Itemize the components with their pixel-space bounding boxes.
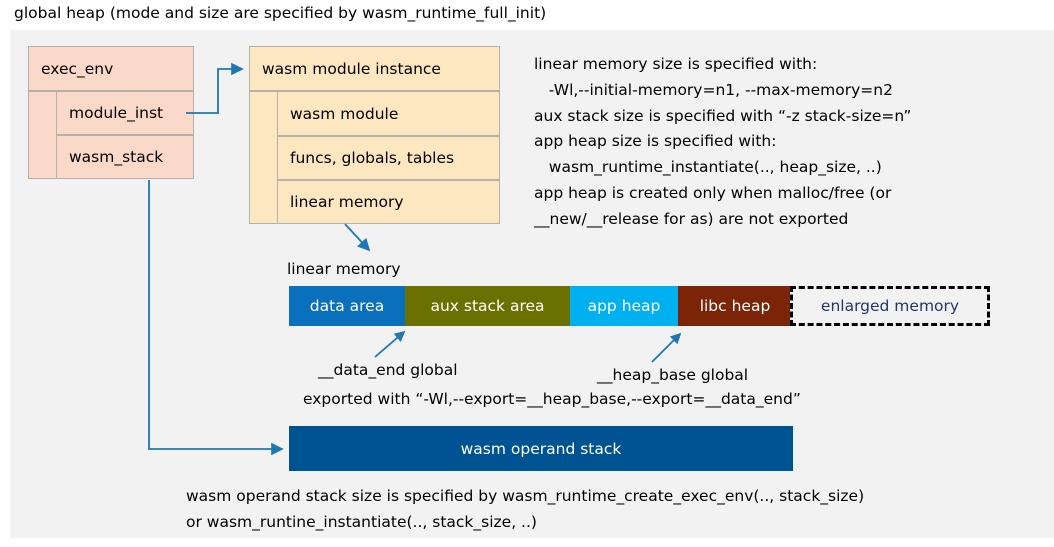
page-title: global heap (mode and size are specified… — [14, 4, 547, 22]
annotation-heap-base: __heap_base global — [597, 366, 749, 384]
exec-env-field-module-inst-label: module_inst — [69, 104, 164, 122]
module-instance-header-label: wasm module instance — [262, 59, 441, 78]
memory-segment-libc-heap-label: libc heap — [699, 297, 771, 315]
wasm-operand-stack-bar: wasm operand stack — [289, 426, 793, 471]
module-instance-field-wasm-module-label: wasm module — [290, 104, 399, 123]
operand-stack-notes: wasm operand stack size is specified by … — [186, 487, 865, 531]
annotation-data-end: __data_end global — [318, 361, 458, 379]
memory-segment-enlarged-memory: enlarged memory — [790, 286, 990, 326]
module-instance-header: wasm module instance — [249, 46, 500, 91]
module-instance-field-funcs-globals-tables: funcs, globals, tables — [277, 136, 500, 180]
memory-segment-aux-stack-area: aux stack area — [405, 286, 570, 326]
linear-memory-caption: linear memory — [287, 260, 401, 278]
exec-env-header: exec_env — [28, 46, 194, 91]
exec-env-header-label: exec_env — [41, 59, 114, 78]
memory-segment-data-area-label: data area — [309, 297, 385, 315]
exec-env-field-module-inst: module_inst — [56, 91, 194, 135]
memory-segment-libc-heap: libc heap — [678, 286, 792, 326]
module-instance-field-linear-memory: linear memory — [277, 180, 500, 224]
memory-segment-app-heap-label: app heap — [587, 297, 661, 315]
exec-env-field-wasm-stack: wasm_stack — [56, 135, 194, 179]
memory-segment-data-area: data area — [289, 286, 405, 326]
wasm-operand-stack-label: wasm operand stack — [460, 439, 622, 458]
annotation-exported-with: exported with “-Wl,--export=__heap_base,… — [303, 390, 801, 408]
exec-env-field-wasm-stack-label: wasm_stack — [69, 148, 164, 166]
module-instance-field-wasm-module: wasm module — [277, 91, 500, 136]
memory-segment-enlarged-memory-label: enlarged memory — [820, 297, 960, 315]
module-instance-field-linear-memory-label: linear memory — [290, 193, 404, 211]
memory-segment-aux-stack-area-label: aux stack area — [430, 297, 545, 315]
module-instance-field-funcs-globals-tables-label: funcs, globals, tables — [290, 149, 455, 167]
linear-memory-notes: linear memory size is specified with: -W… — [534, 55, 912, 228]
memory-segment-app-heap: app heap — [570, 286, 678, 326]
